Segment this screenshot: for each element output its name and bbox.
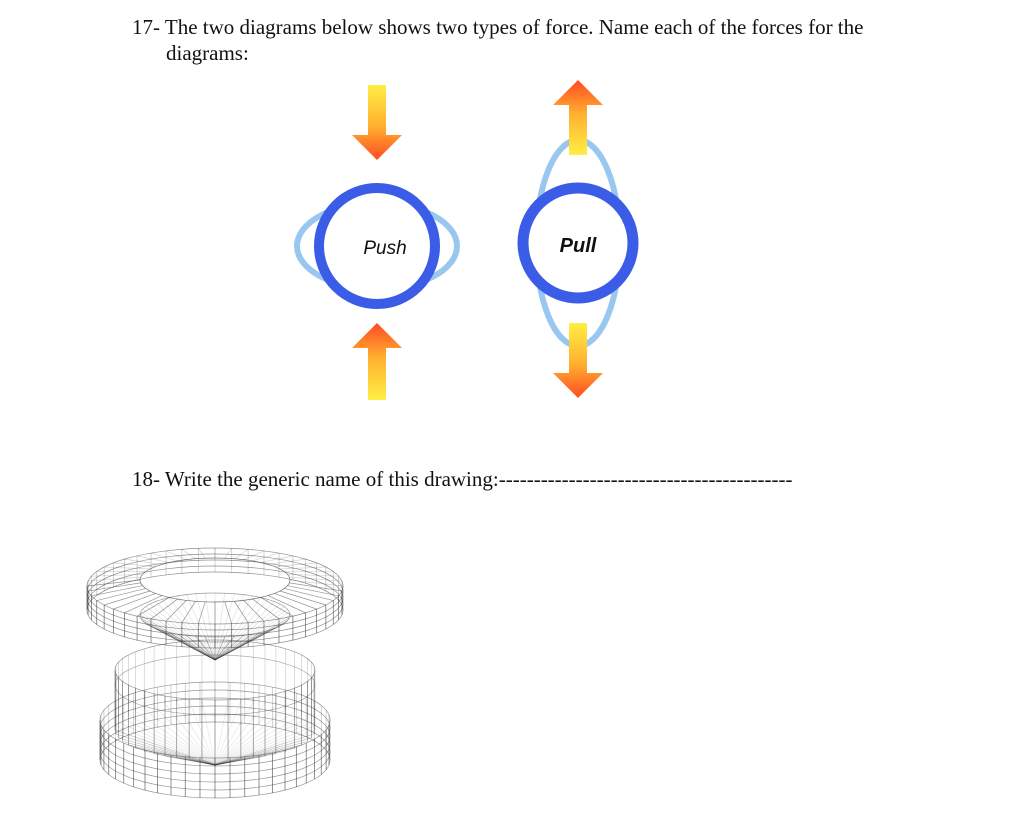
push-arrow-top-icon bbox=[352, 85, 402, 160]
push-ring bbox=[314, 183, 440, 309]
pull-ring bbox=[517, 182, 639, 304]
pull-arrow-top-icon bbox=[553, 80, 603, 155]
force-diagrams: Push Pull bbox=[294, 80, 639, 400]
pull-arrow-bottom-icon bbox=[553, 323, 603, 398]
question-18-text: 18- Write the generic name of this drawi… bbox=[132, 467, 793, 491]
question-17-line-1: 17- The two diagrams below shows two typ… bbox=[132, 15, 864, 39]
pull-label: Pull bbox=[560, 235, 597, 257]
push-diagram: Push bbox=[294, 85, 460, 400]
push-label: Push bbox=[363, 238, 406, 259]
question-18: 18- Write the generic name of this drawi… bbox=[132, 466, 792, 492]
push-arrow-bottom-icon bbox=[352, 323, 402, 400]
wireframe-spool-icon bbox=[86, 547, 344, 799]
question-17-line-2: diagrams: bbox=[166, 41, 249, 65]
question-17: 17- The two diagrams below shows two typ… bbox=[132, 14, 972, 66]
pull-diagram: Pull bbox=[517, 80, 639, 398]
